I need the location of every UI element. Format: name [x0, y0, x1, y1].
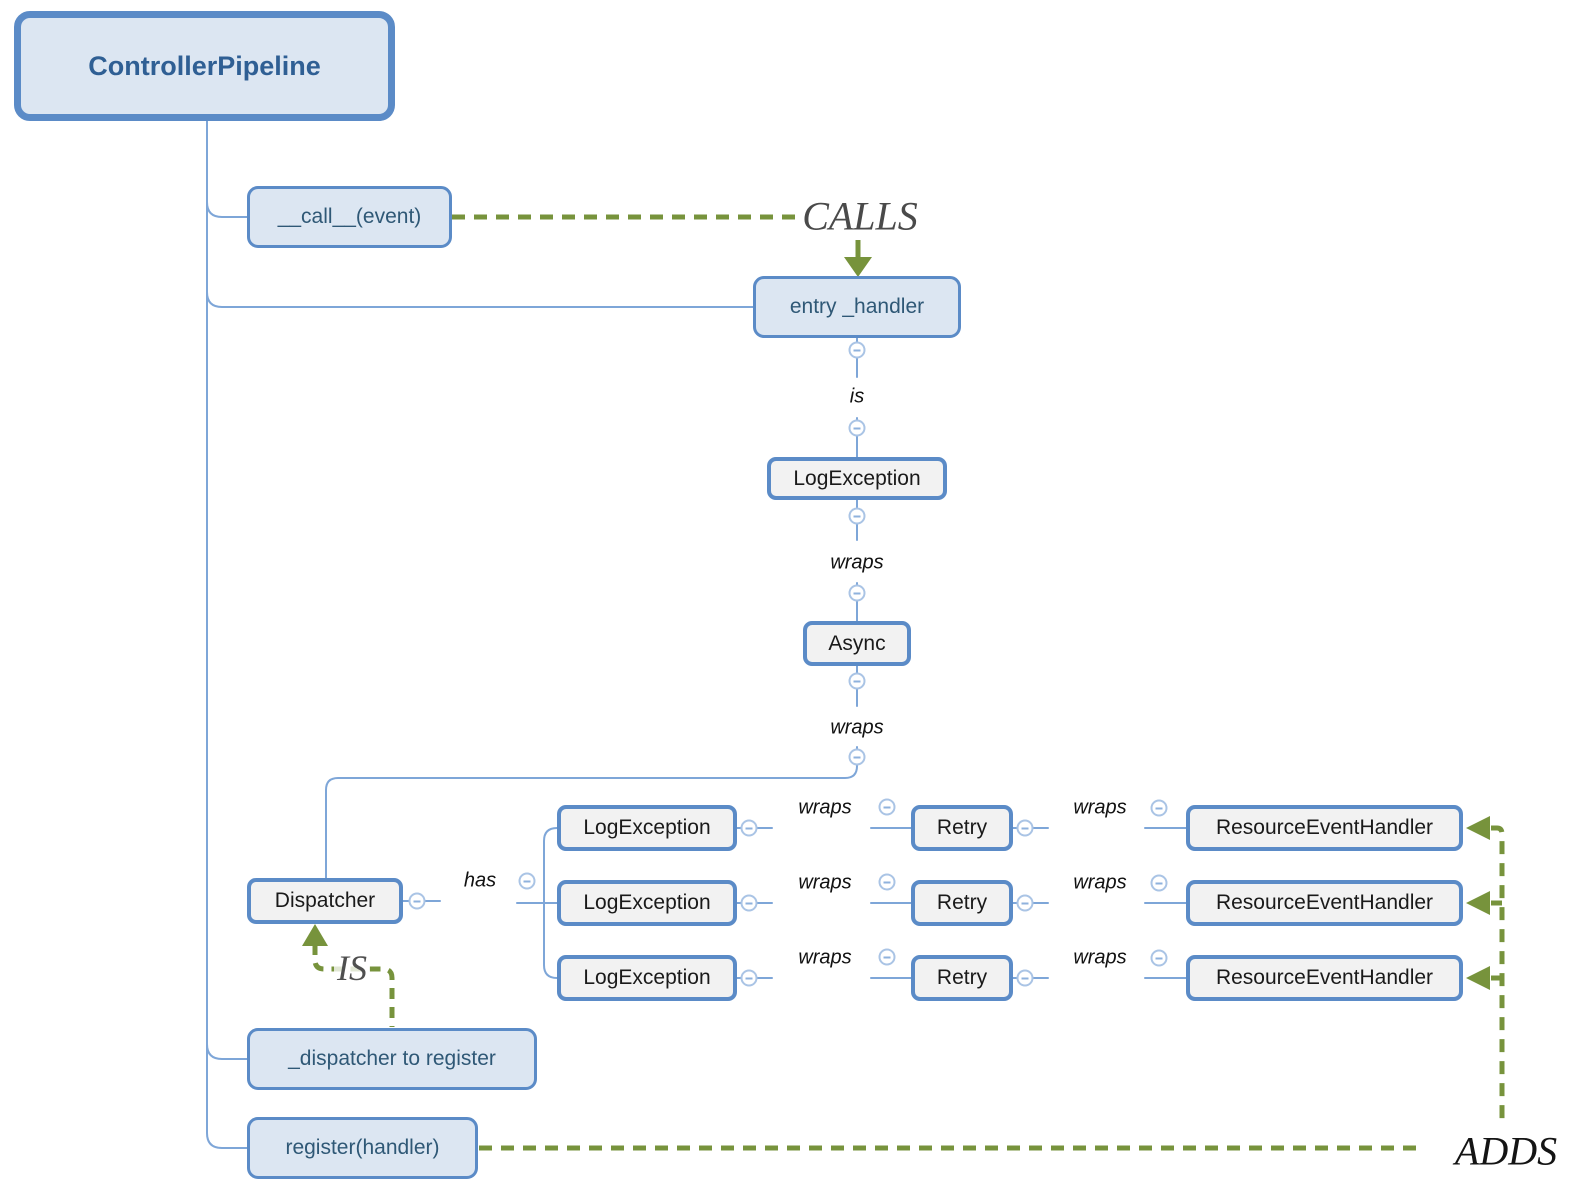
collapse-toggle-icon[interactable]: [740, 819, 758, 837]
node-logexception-row-3[interactable]: LogException: [557, 955, 737, 1001]
edge-label-wraps-row3-b: wraps: [1073, 946, 1127, 969]
node-retry-row-1[interactable]: Retry: [911, 805, 1013, 851]
collapse-toggle-icon[interactable]: [848, 419, 866, 437]
collapse-toggle-icon[interactable]: [740, 969, 758, 987]
collapse-toggle-icon[interactable]: [848, 748, 866, 766]
relationship-label-calls[interactable]: CALLS: [802, 193, 918, 239]
collapse-toggle-icon[interactable]: [878, 948, 896, 966]
collapse-toggle-icon[interactable]: [518, 872, 536, 890]
collapse-toggle-icon[interactable]: [848, 672, 866, 690]
collapse-toggle-icon[interactable]: [1016, 819, 1034, 837]
edge-label-has: has: [463, 869, 497, 892]
relationship-adds-vertical[interactable]: [1491, 825, 1505, 1121]
node-resourceeventhandler-row-1[interactable]: ResourceEventHandler: [1186, 805, 1463, 851]
node-logexception-main[interactable]: LogException: [767, 457, 947, 500]
collapse-toggle-icon[interactable]: [878, 798, 896, 816]
node-async[interactable]: Async: [803, 621, 911, 666]
relationship-label-is[interactable]: IS: [334, 947, 370, 989]
edge-label-is: is: [849, 385, 865, 408]
calls-arrowhead-icon: [844, 257, 872, 277]
node-register-handler[interactable]: register(handler): [247, 1117, 478, 1179]
node-retry-row-2[interactable]: Retry: [911, 880, 1013, 926]
collapse-toggle-icon[interactable]: [878, 873, 896, 891]
node-dispatcher-to-register[interactable]: _dispatcher to register: [247, 1028, 537, 1090]
edge-label-wraps-row2-a: wraps: [798, 871, 852, 894]
edge-label-wraps-row3-a: wraps: [798, 946, 852, 969]
edge-label-wraps-row1-a: wraps: [798, 796, 852, 819]
collapse-toggle-icon[interactable]: [848, 584, 866, 602]
collapse-toggle-icon[interactable]: [848, 507, 866, 525]
adds-arrowhead-row3-icon: [1466, 966, 1490, 990]
adds-arrowhead-row1-icon: [1466, 816, 1490, 840]
collapse-toggle-icon[interactable]: [1150, 949, 1168, 967]
collapse-toggle-icon[interactable]: [1016, 969, 1034, 987]
node-resourceeventhandler-row-3[interactable]: ResourceEventHandler: [1186, 955, 1463, 1001]
node-resourceeventhandler-row-2[interactable]: ResourceEventHandler: [1186, 880, 1463, 926]
collapse-toggle-icon[interactable]: [1150, 799, 1168, 817]
node-logexception-row-1[interactable]: LogException: [557, 805, 737, 851]
node-call-event[interactable]: __call__(event): [247, 186, 452, 248]
edge-label-wraps-row2-b: wraps: [1073, 871, 1127, 894]
tree-branch-call: [206, 201, 248, 218]
has-bracket: [543, 827, 558, 979]
tree-branch-dispatcher-field: [206, 1043, 248, 1060]
collapse-toggle-icon[interactable]: [848, 341, 866, 359]
relationship-label-adds[interactable]: ADDS: [1454, 1128, 1558, 1174]
collapse-toggle-icon[interactable]: [1150, 874, 1168, 892]
chain-elbow-to-dispatcher: [325, 746, 858, 879]
collapse-toggle-icon[interactable]: [408, 892, 426, 910]
collapse-toggle-icon[interactable]: [740, 894, 758, 912]
edge-label-wraps-chain-1: wraps: [830, 551, 884, 574]
node-dispatcher[interactable]: Dispatcher: [247, 878, 403, 924]
tree-branch-entry-handler: [206, 291, 754, 308]
node-controllerpipeline[interactable]: ControllerPipeline: [14, 11, 395, 121]
adds-arrowhead-row2-icon: [1466, 891, 1490, 915]
collapse-toggle-icon[interactable]: [1016, 894, 1034, 912]
node-logexception-row-2[interactable]: LogException: [557, 880, 737, 926]
edge-label-wraps-row1-b: wraps: [1073, 796, 1127, 819]
tree-trunk: [206, 120, 248, 1149]
edge-label-wraps-chain-2: wraps: [830, 716, 884, 739]
is-arrowhead-icon: [302, 924, 328, 946]
node-entry-handler[interactable]: entry _handler: [753, 276, 961, 338]
node-retry-row-3[interactable]: Retry: [911, 955, 1013, 1001]
